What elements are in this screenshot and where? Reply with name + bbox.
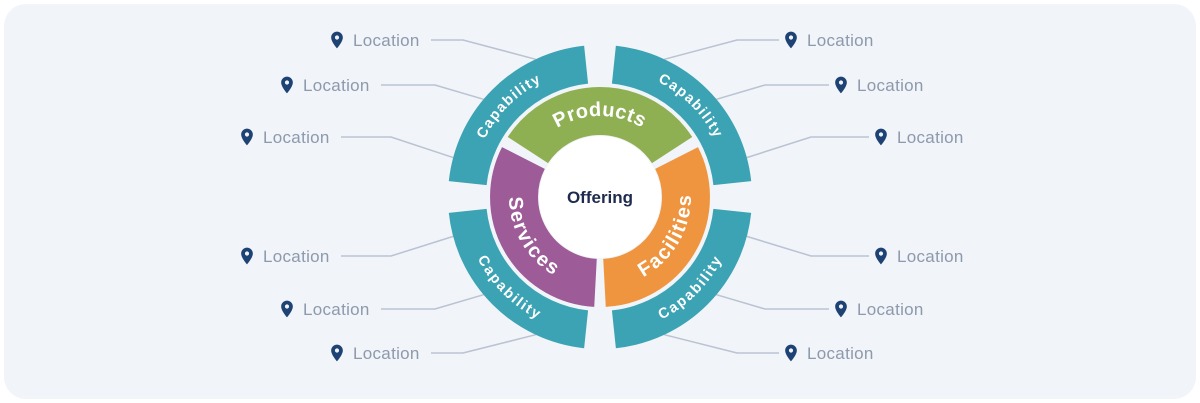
location-label: Location [353,344,420,363]
map-pin-icon [875,247,887,265]
location-label: Location [807,344,874,363]
map-pin-icon [835,300,847,318]
map-pin-icon [785,344,797,362]
offering-label: Offering [567,188,633,207]
map-pin-icon [241,128,253,146]
offering-circle [539,136,661,258]
map-pin-icon [835,76,847,94]
offering-diagram: Capability Capability Capability Capabil… [241,31,964,363]
location-labels: Location Location Location Location Loca… [263,31,964,363]
diagram-panel: Capability Capability Capability Capabil… [4,4,1196,399]
location-label: Location [857,76,924,95]
connector-lines [341,39,869,354]
map-pin-icon [875,128,887,146]
connector-line [716,84,829,101]
map-pin-icon [281,300,293,318]
location-label: Location [897,128,964,147]
connector-line [664,333,779,354]
location-label: Location [897,247,964,266]
connector-line [381,293,484,310]
map-pin-icon [281,76,293,94]
location-label: Location [857,300,924,319]
location-label: Location [303,300,370,319]
connector-line [664,39,779,61]
connector-line [341,136,454,159]
connector-line [341,235,454,257]
connector-line [431,39,536,61]
connector-line [746,235,869,257]
map-pin-icon [241,247,253,265]
connector-line [746,136,869,159]
location-label: Location [263,247,330,266]
map-pin-icon [785,31,797,49]
connector-line [381,84,484,101]
location-label: Location [263,128,330,147]
connector-line [431,333,536,354]
map-pin-icon [331,344,343,362]
location-label: Location [807,31,874,50]
location-label: Location [353,31,420,50]
map-pin-icon [331,31,343,49]
connector-line [716,293,829,310]
location-label: Location [303,76,370,95]
